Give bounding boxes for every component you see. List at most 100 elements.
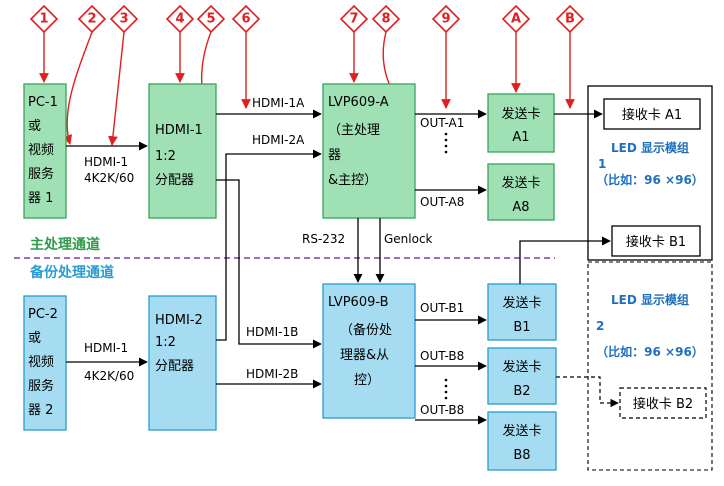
svg-text:或: 或	[28, 331, 41, 346]
label-genlock: Genlock	[384, 232, 433, 246]
svg-text:HDMI-2: HDMI-2	[155, 313, 203, 328]
ellipsis-b	[444, 378, 448, 400]
label-hdmi-1a: HDMI-1A	[252, 96, 305, 110]
label-hdmi-2b: HDMI-2B	[246, 367, 298, 381]
sender-card-a1: 发送卡 A1	[487, 93, 555, 153]
hdmi-1-splitter-box: HDMI-1 1:2 分配器	[148, 83, 217, 219]
svg-text:发送卡: 发送卡	[502, 295, 541, 311]
marker-3: 3	[108, 4, 139, 146]
marker-2: 2	[62, 4, 107, 145]
svg-text:视频: 视频	[28, 143, 54, 158]
svg-text:PC-1: PC-1	[28, 95, 58, 110]
svg-text:2: 2	[87, 12, 96, 27]
hdmi-2-splitter-box: HDMI-2 1:2 分配器	[148, 295, 217, 431]
label-out-a8: OUT-A8	[420, 195, 464, 209]
receiver-card-b1: 接收卡 B1	[611, 225, 701, 257]
svg-text:（主处理: （主处理	[328, 123, 380, 138]
svg-text:B2: B2	[513, 384, 530, 399]
svg-text:控）: 控）	[354, 373, 380, 388]
svg-text:1: 1	[39, 12, 48, 27]
svg-text:或: 或	[28, 119, 41, 134]
svg-text:（比如：96 ×96）: （比如：96 ×96）	[596, 172, 704, 187]
marker-9: 9	[431, 4, 461, 109]
svg-text:接收卡 B2: 接收卡 B2	[633, 396, 693, 412]
label-out-b1: OUT-B1	[420, 301, 464, 315]
svg-text:A1: A1	[512, 130, 529, 145]
svg-text:理器&从: 理器&从	[340, 348, 389, 363]
svg-text:A: A	[511, 12, 521, 27]
svg-text:LVP609-B: LVP609-B	[328, 295, 389, 310]
marker-b: B	[555, 4, 585, 109]
led-module-1-region	[587, 85, 713, 261]
svg-text:发送卡: 发送卡	[501, 175, 540, 191]
svg-text:PC-2: PC-2	[28, 307, 58, 322]
led-module-2-region	[587, 261, 713, 471]
label-out-a1: OUT-A1	[420, 116, 464, 130]
wire-b2-to-receiver-b2	[556, 376, 619, 408]
svg-text:服务: 服务	[28, 378, 54, 394]
svg-text:LED 显示模组: LED 显示模组	[611, 140, 689, 155]
svg-text:1:2: 1:2	[155, 149, 176, 164]
sender-card-a8: 发送卡 A8	[487, 163, 555, 221]
led-module-1-label: LED 显示模组 1 （比如：96 ×96）	[596, 140, 704, 187]
marker-1: 1	[29, 4, 59, 83]
svg-text:9: 9	[441, 12, 450, 27]
svg-text:5: 5	[206, 12, 215, 27]
svg-text:&主控）: &主控）	[328, 173, 377, 188]
wire-b1-to-receiver-b1	[519, 236, 611, 284]
wire-hdmi-2a	[216, 149, 322, 341]
svg-text:发送卡: 发送卡	[502, 423, 541, 439]
backup-channel-label: 备份处理通道	[29, 264, 114, 281]
svg-text:6: 6	[241, 12, 250, 27]
svg-text:发送卡: 发送卡	[502, 359, 541, 375]
receiver-card-a1: 接收卡 A1	[603, 98, 701, 130]
svg-text:4: 4	[175, 12, 184, 27]
sender-card-b1: 发送卡 B1	[487, 283, 557, 341]
label-hdmi1-top: HDMI-1	[84, 155, 128, 169]
label-res-bottom: 4K2K/60	[84, 369, 134, 383]
pc-1-source-box: PC-1 或 视频 服务 器 1	[23, 83, 67, 219]
svg-text:B: B	[565, 12, 575, 27]
main-channel-label: 主处理通道	[30, 236, 100, 253]
svg-text:1: 1	[598, 157, 606, 171]
svg-text:发送卡: 发送卡	[501, 106, 540, 122]
svg-text:分配器: 分配器	[155, 359, 194, 374]
label-res-top: 4K2K/60	[84, 171, 134, 185]
wire-hdmi-1b	[216, 179, 322, 349]
label-out-b8-2: OUT-B8	[420, 403, 464, 417]
svg-text:A8: A8	[512, 200, 529, 215]
marker-7: 7	[339, 4, 369, 83]
svg-text:（备份处: （备份处	[340, 322, 392, 338]
marker-4: 4	[165, 4, 195, 83]
svg-text:B8: B8	[513, 448, 530, 463]
svg-text:7: 7	[349, 12, 358, 27]
svg-text:B1: B1	[513, 320, 530, 335]
svg-text:接收卡 B1: 接收卡 B1	[626, 234, 686, 250]
label-hdmi-1b: HDMI-1B	[246, 325, 298, 339]
svg-text:视频: 视频	[28, 355, 54, 370]
svg-text:分配器: 分配器	[155, 173, 194, 188]
sender-card-b8: 发送卡 B8	[487, 411, 557, 471]
svg-text:2: 2	[596, 319, 604, 333]
label-hdmi1-bottom: HDMI-1	[84, 341, 128, 355]
svg-text:器: 器	[328, 148, 341, 163]
svg-text:1:2: 1:2	[155, 335, 176, 350]
lvp609-a-processor-box: LVP609-A （主处理 器 &主控）	[322, 83, 416, 219]
label-hdmi-2a: HDMI-2A	[252, 133, 305, 147]
svg-text:3: 3	[119, 12, 128, 27]
svg-text:LED 显示模组: LED 显示模组	[611, 292, 689, 307]
marker-a: A	[501, 4, 531, 93]
receiver-card-b2: 接收卡 B2	[619, 387, 707, 419]
svg-text:器 2: 器 2	[28, 403, 53, 418]
svg-text:（比如：96 ×96）: （比如：96 ×96）	[596, 344, 704, 359]
svg-text:器 1: 器 1	[28, 191, 53, 206]
led-module-2-label: LED 显示模组 2 （比如：96 ×96）	[596, 292, 704, 359]
label-out-b8-1: OUT-B8	[420, 349, 464, 363]
lvp609-b-processor-box: LVP609-B （备份处 理器&从 控）	[322, 283, 416, 419]
marker-6: 6	[231, 4, 261, 109]
svg-text:LVP609-A: LVP609-A	[328, 95, 389, 110]
svg-text:HDMI-1: HDMI-1	[155, 123, 203, 138]
svg-text:服务: 服务	[28, 166, 54, 182]
label-rs232: RS-232	[302, 232, 345, 246]
